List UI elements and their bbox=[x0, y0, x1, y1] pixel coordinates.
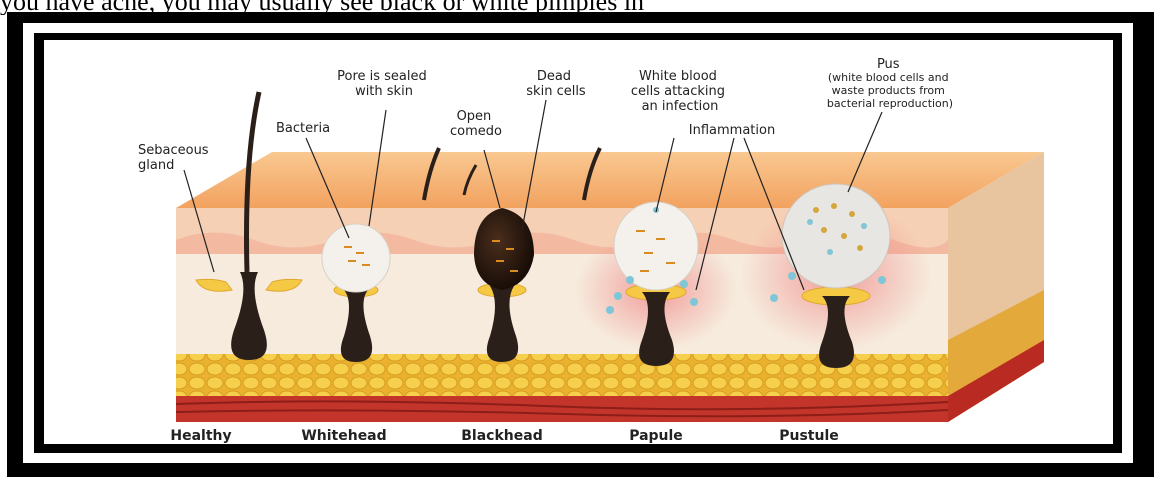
label-open-comedo: Open comedo bbox=[450, 109, 502, 139]
skin-surface bbox=[176, 152, 1044, 208]
caption-papule: Papule bbox=[629, 428, 683, 444]
caption-whitehead: Whitehead bbox=[301, 428, 386, 444]
caption-healthy: Healthy bbox=[170, 428, 231, 444]
label-bacteria: Bacteria bbox=[276, 121, 330, 136]
label-white-blood-cells: White blood cells attacking an infection bbox=[631, 69, 729, 114]
acne-diagram: Sebaceous gland Bacteria Pore is sealed … bbox=[44, 40, 1113, 444]
muscle-layer bbox=[176, 396, 948, 422]
caption-pustule: Pustule bbox=[779, 428, 839, 444]
caption-blackhead: Blackhead bbox=[461, 428, 542, 444]
label-inflammation: Inflammation bbox=[689, 123, 775, 138]
